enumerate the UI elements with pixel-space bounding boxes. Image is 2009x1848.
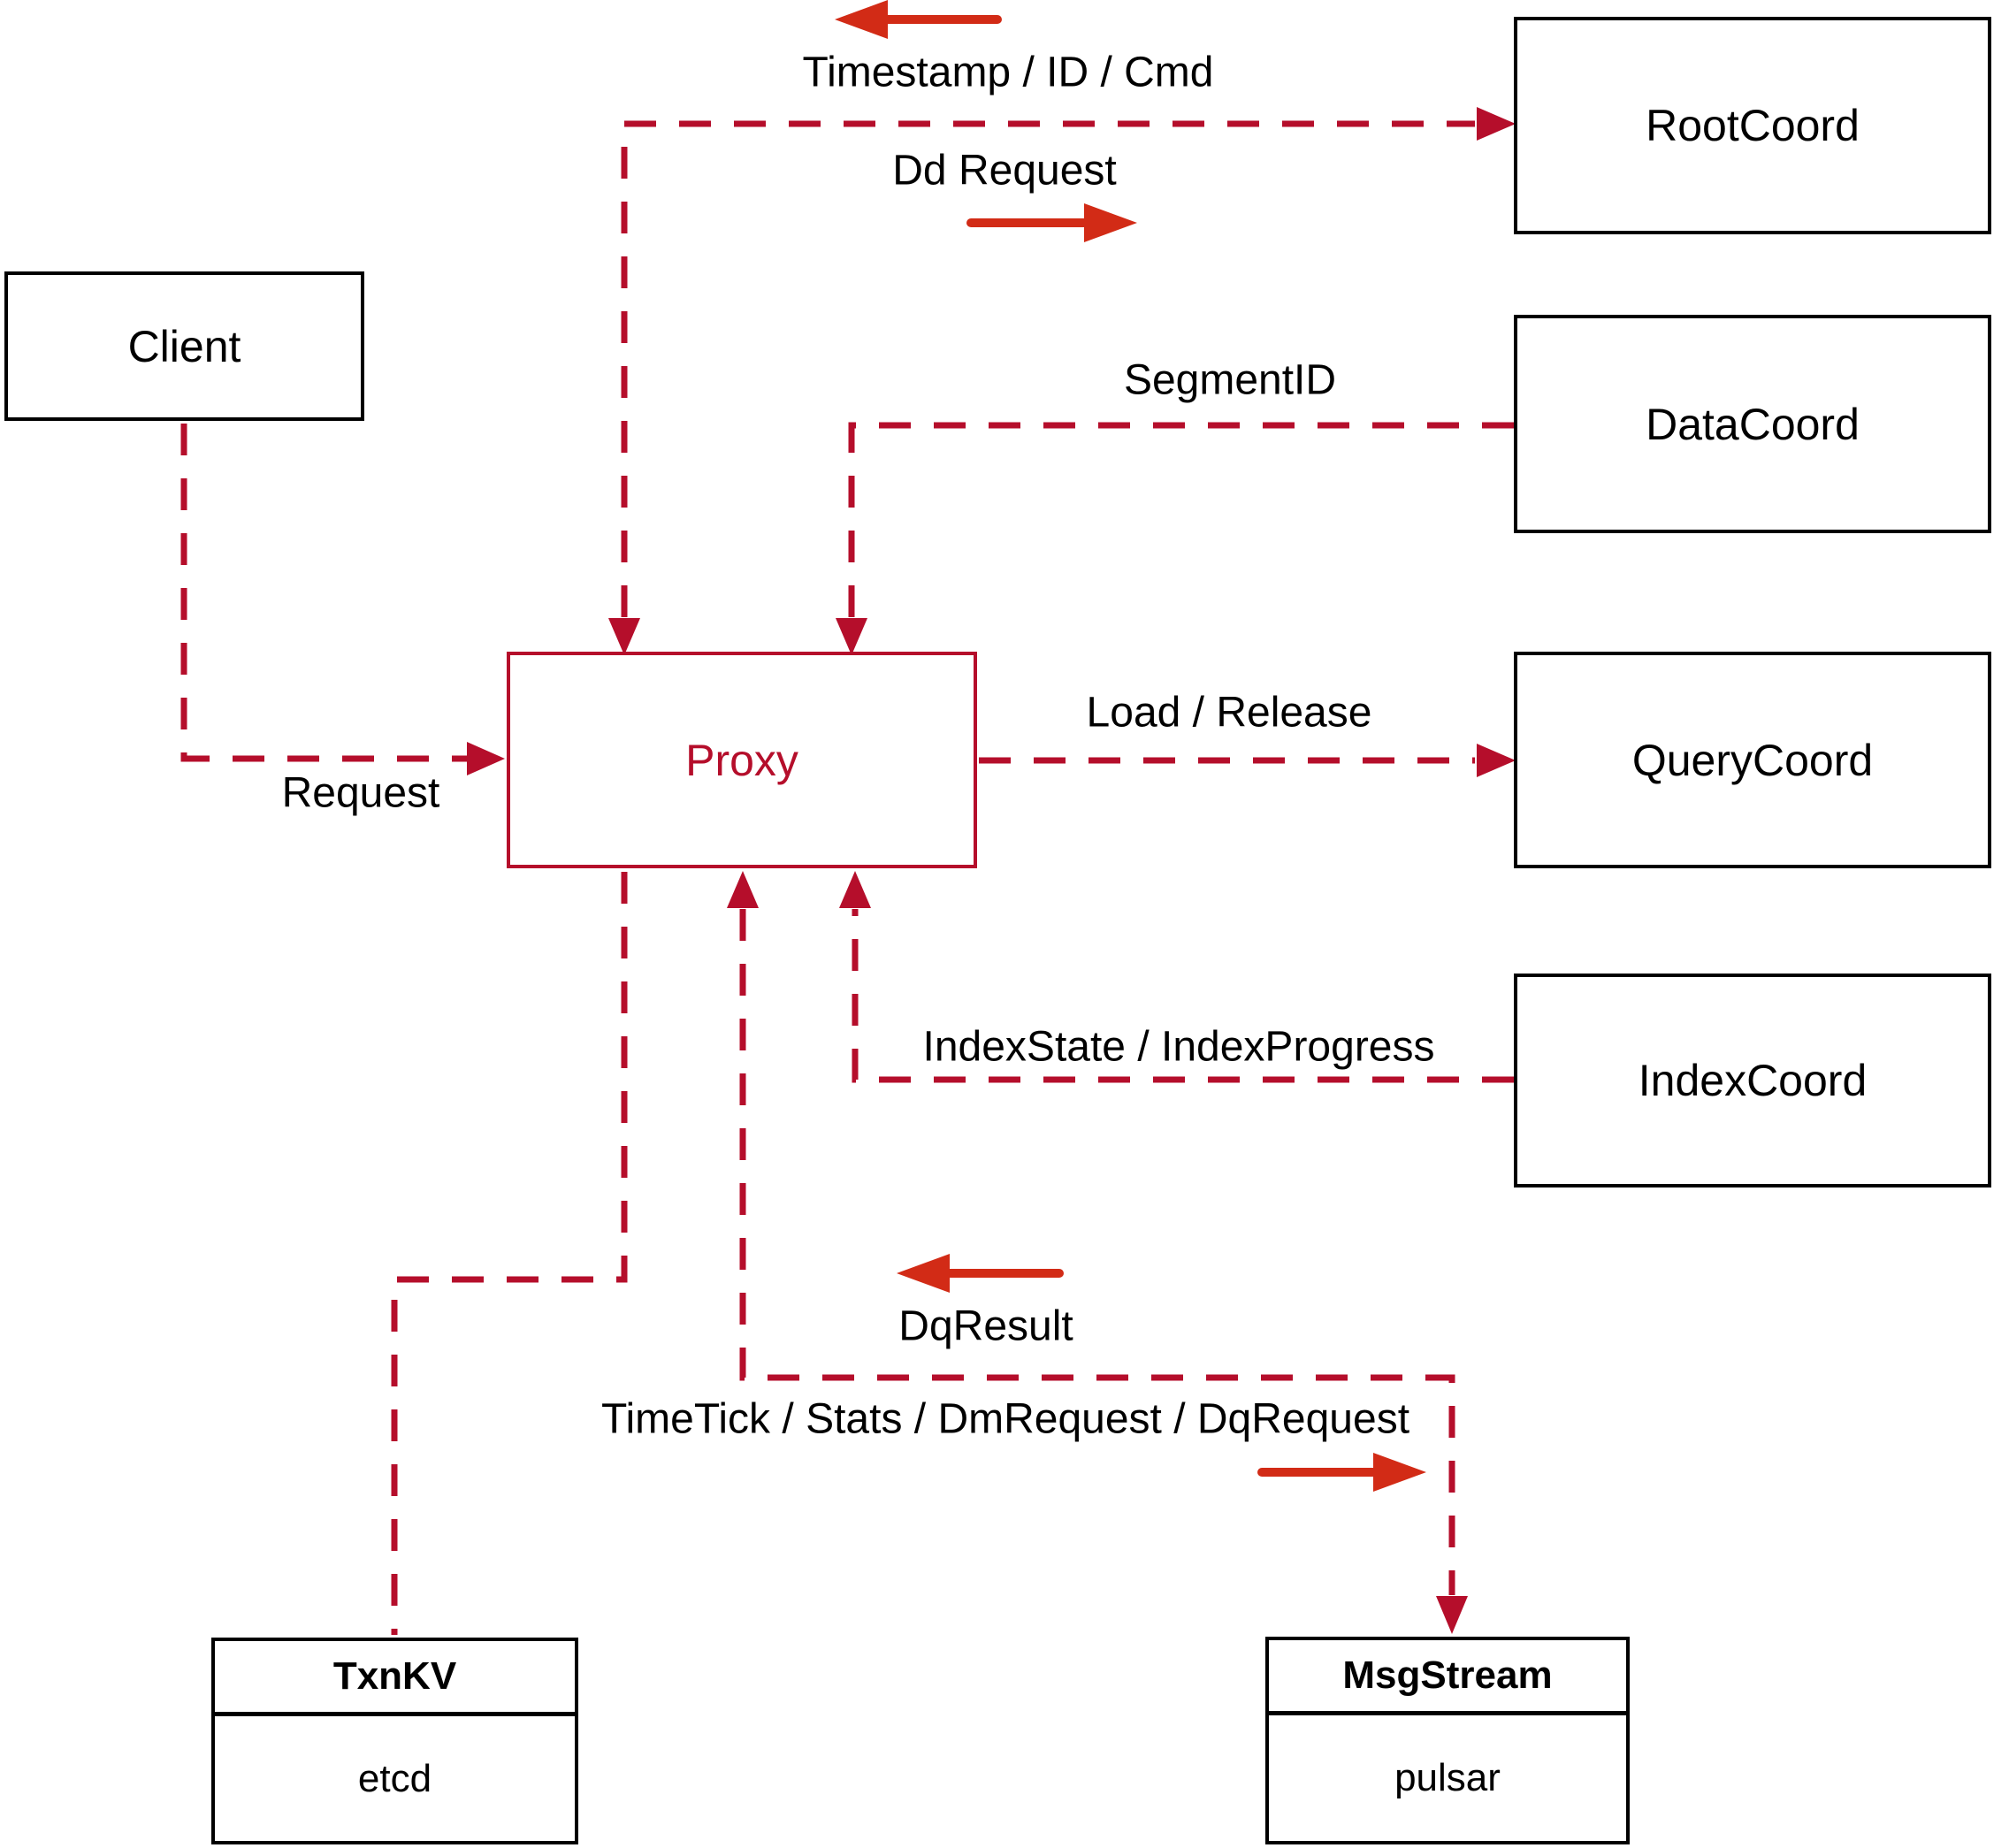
- msgstream-impl: pulsar: [1269, 1715, 1626, 1841]
- edge-label-dd-request: Dd Request: [892, 147, 1117, 195]
- rootcoord-node: RootCoord: [1514, 17, 1991, 234]
- edge-datacoord-proxy: [848, 422, 1514, 617]
- edge-label-timestamp: Timestamp / ID / Cmd: [802, 49, 1214, 96]
- arrowhead-into-proxy-bottom-right: [839, 871, 871, 908]
- txnkv-node: TxnKV etcd: [211, 1638, 578, 1844]
- arrowhead-into-proxy-top-right: [836, 618, 867, 655]
- client-label: Client: [127, 321, 241, 371]
- edge-label-dq-result: DqResult: [898, 1302, 1073, 1350]
- edge-label-timetick: TimeTick / Stats / DmRequest / DqRequest: [600, 1395, 1410, 1443]
- msgstream-impl-label: pulsar: [1394, 1756, 1501, 1799]
- edge-proxy-rootcoord: [621, 120, 1475, 617]
- dq-request-direction-arrow-right: [1257, 1453, 1426, 1492]
- edge-indexcoord-proxy: [852, 909, 1514, 1083]
- edge-label-segment-id: SegmentID: [1123, 356, 1337, 404]
- indexcoord-label: IndexCoord: [1638, 1056, 1868, 1105]
- txnkv-label: TxnKV: [332, 1654, 457, 1698]
- edge-label-index-state: IndexState / IndexProgress: [922, 1023, 1435, 1071]
- proxy-node: Proxy: [507, 652, 977, 868]
- querycoord-node: QueryCoord: [1514, 652, 1991, 868]
- edge-label-request: Request: [281, 769, 440, 817]
- msgstream-label: MsgStream: [1342, 1653, 1553, 1697]
- proxy-label: Proxy: [685, 735, 798, 785]
- arrowhead-into-rootcoord: [1477, 107, 1516, 141]
- txnkv-title: TxnKV: [215, 1641, 575, 1716]
- datacoord-node: DataCoord: [1514, 315, 1991, 533]
- edge-proxy-msgstream: [739, 909, 1455, 1595]
- txnkv-impl: etcd: [215, 1716, 575, 1841]
- arrowhead-into-proxy-left: [467, 742, 505, 775]
- arrowhead-into-msgstream: [1436, 1596, 1468, 1634]
- edge-proxy-txnkv: [391, 872, 628, 1635]
- edge-label-load-release: Load / Release: [1086, 689, 1372, 737]
- indexcoord-node: IndexCoord: [1514, 974, 1991, 1187]
- edge-client-proxy: [180, 424, 467, 762]
- msgstream-title: MsgStream: [1269, 1640, 1626, 1715]
- arrowhead-into-proxy-bottom-center: [727, 871, 759, 908]
- txnkv-impl-label: etcd: [357, 1756, 432, 1800]
- client-node: Client: [4, 271, 364, 421]
- rootcoord-label: RootCoord: [1646, 101, 1860, 150]
- dd-request-direction-arrow-right: [966, 203, 1137, 242]
- dq-result-direction-arrow-left: [897, 1254, 1064, 1293]
- arrowhead-into-proxy-top-left: [608, 618, 640, 655]
- msgstream-node: MsgStream pulsar: [1265, 1637, 1630, 1844]
- querycoord-label: QueryCoord: [1631, 735, 1874, 785]
- timestamp-direction-arrow-left: [835, 0, 1002, 39]
- arrowhead-into-querycoord: [1477, 744, 1516, 777]
- datacoord-label: DataCoord: [1646, 399, 1860, 449]
